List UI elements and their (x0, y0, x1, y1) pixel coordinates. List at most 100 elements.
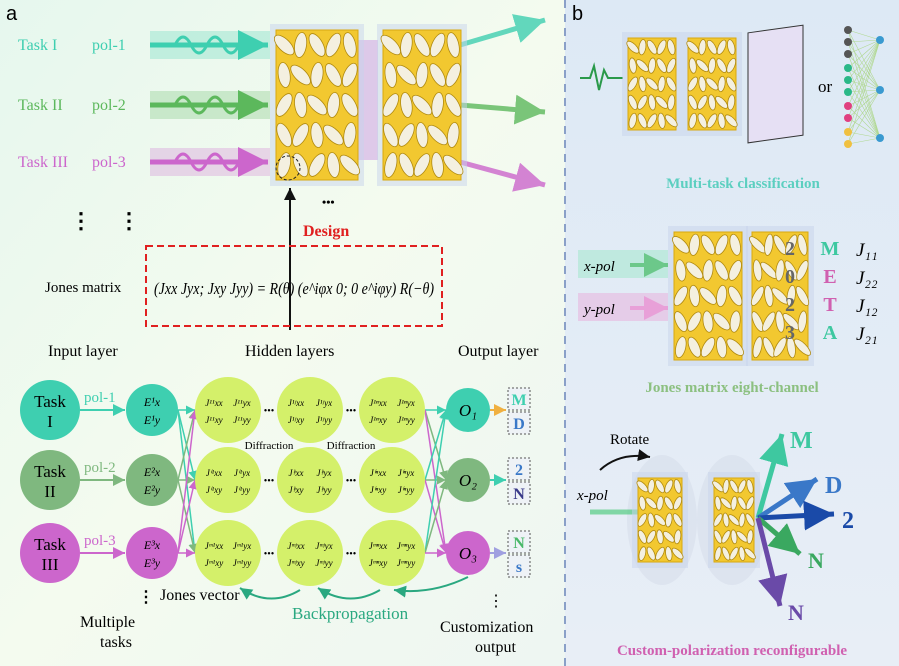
meta-atom (638, 546, 647, 561)
jones-element: Jⁱⁿyx (398, 468, 414, 478)
nn-edge (847, 39, 881, 55)
meta-atom (341, 93, 359, 117)
meta-atom (380, 34, 401, 56)
jones-element: J¹¹yy (233, 415, 250, 425)
meta-atom (713, 529, 723, 544)
meta-atom (706, 39, 718, 55)
meta-atom (775, 259, 785, 282)
meta-atom (384, 152, 398, 178)
fan-letter: D (825, 473, 842, 499)
jones-element: Jᵐʲxy (287, 558, 304, 568)
meta-atom (726, 58, 737, 74)
meta-atom (656, 58, 667, 73)
meta-atom (310, 122, 324, 148)
jones-vector-component: E³y (143, 556, 161, 570)
meta-atom (687, 311, 702, 332)
channel-letter: E (823, 266, 836, 288)
meta-atom (738, 512, 746, 528)
jones-element: Jᵐ¹yx (233, 541, 251, 551)
jones-element: Jᵐ¹xx (205, 541, 223, 551)
meta-atom (721, 546, 731, 561)
meta-atom (793, 338, 811, 356)
meta-atom (411, 94, 433, 116)
jones-element: J¹¹xx (205, 398, 222, 408)
output-letter: M (511, 392, 526, 409)
jones-element: Jⁱⁿxy (370, 485, 386, 495)
meta-atom (342, 32, 357, 58)
meta-atom (326, 92, 340, 118)
nn-edge (847, 29, 881, 41)
meta-atom (648, 57, 656, 74)
diffraction-label: Diffraction (327, 440, 376, 452)
channel-jones-label: J₁₁ (856, 240, 878, 261)
task-node-label: Task (34, 462, 66, 481)
jones-element: J¹ⁿxx (369, 398, 387, 408)
x-pol-label: x-pol (583, 259, 615, 275)
jones-element: Jᵐ¹xy (205, 558, 223, 568)
meta-atom (698, 75, 707, 93)
meta-atom (716, 39, 727, 55)
nn-node (844, 26, 852, 34)
meta-atom (446, 32, 460, 58)
meta-atom (727, 39, 736, 56)
meta-atom (627, 76, 639, 92)
meta-atom (673, 529, 682, 545)
nn-edge (847, 89, 881, 107)
meta-atom (665, 512, 673, 528)
meta-atom (413, 153, 431, 177)
nn-node (876, 36, 884, 44)
detector-grid (747, 24, 804, 144)
meta-atom (716, 284, 728, 308)
meta-atom (729, 310, 741, 333)
meta-atom (277, 62, 291, 88)
jones-element: J¹¹xy (205, 415, 222, 425)
meta-atom (728, 285, 743, 307)
wave-icon (173, 152, 241, 172)
meta-atom (637, 95, 648, 110)
hidden-node (195, 520, 261, 586)
hidden-node (359, 520, 425, 586)
meta-atom (276, 122, 293, 148)
meta-atom (696, 59, 709, 72)
output-beam (756, 476, 819, 521)
pol-label: pol-3 (84, 533, 116, 549)
ellipsis: ••• (264, 476, 275, 487)
eight-channel-caption: Jones matrix eight-channel (645, 380, 818, 396)
meta-atom (713, 513, 723, 527)
hidden-node (195, 447, 261, 513)
nn-edge (847, 131, 881, 139)
rotate-label: Rotate (610, 432, 649, 448)
meta-atom (638, 75, 647, 93)
task-label: Task III (18, 154, 68, 171)
jones-element: Jⁱⁿxx (370, 468, 386, 478)
hidden-node (359, 377, 425, 443)
jones-vector-label: Jones vector (160, 587, 240, 604)
meta-atom (786, 284, 796, 308)
meta-atom (626, 40, 640, 54)
output-beam (459, 14, 546, 48)
meta-atom (427, 124, 448, 146)
dots: ⋮ (138, 589, 154, 606)
backpropagation-arrow (317, 587, 381, 600)
ellipsis: ••• (322, 195, 335, 209)
nn-node (844, 88, 852, 96)
output-beam (757, 500, 835, 531)
meta-atom (343, 122, 357, 148)
customization-label: output (475, 639, 516, 656)
ellipsis: ••• (264, 406, 275, 417)
meta-atom (308, 153, 326, 177)
output-node (446, 531, 490, 575)
jones-element: Jᵐⁿyx (397, 541, 416, 551)
meta-atom (700, 234, 716, 255)
jones-element: Jᵐⁿyy (397, 558, 416, 568)
meta-atom (646, 546, 656, 561)
meta-atom (745, 513, 755, 527)
meta-atom (730, 495, 738, 511)
output-node-label: O₃ (459, 544, 477, 563)
nn-edge (847, 39, 881, 107)
meta-atom (795, 285, 810, 307)
meta-atom (751, 311, 764, 332)
meta-atom (673, 479, 682, 494)
channel-letter: M (821, 238, 840, 260)
